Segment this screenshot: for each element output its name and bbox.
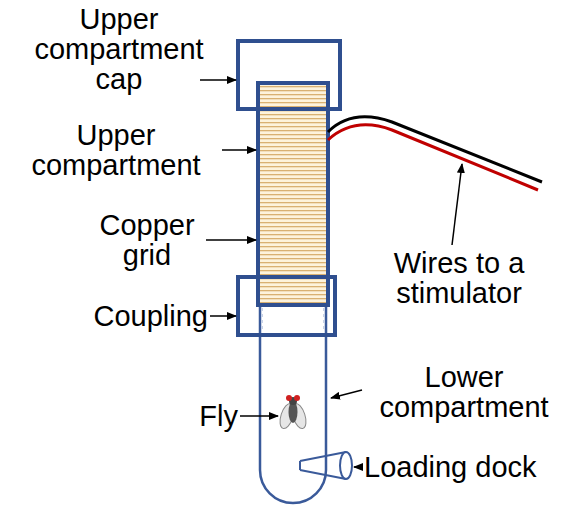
- part-label: Copper grid: [90, 210, 204, 270]
- part-label: Fly: [170, 401, 238, 431]
- fly: [277, 395, 308, 430]
- copper-grid: [258, 83, 328, 305]
- part-label: Lower compartment: [366, 362, 562, 422]
- wire: [328, 125, 538, 190]
- part-label: Wires to a stimulator: [364, 248, 554, 308]
- cap: [238, 41, 340, 109]
- dock-mouth: [340, 452, 352, 479]
- coupling-inner: [262, 308, 324, 332]
- part-label: Upper compartment: [8, 120, 224, 180]
- part-label: Coupling: [60, 301, 208, 331]
- coupling: [238, 277, 335, 335]
- part-label: Upper compartment cap: [8, 4, 230, 94]
- part-label: Loading dock: [364, 452, 562, 482]
